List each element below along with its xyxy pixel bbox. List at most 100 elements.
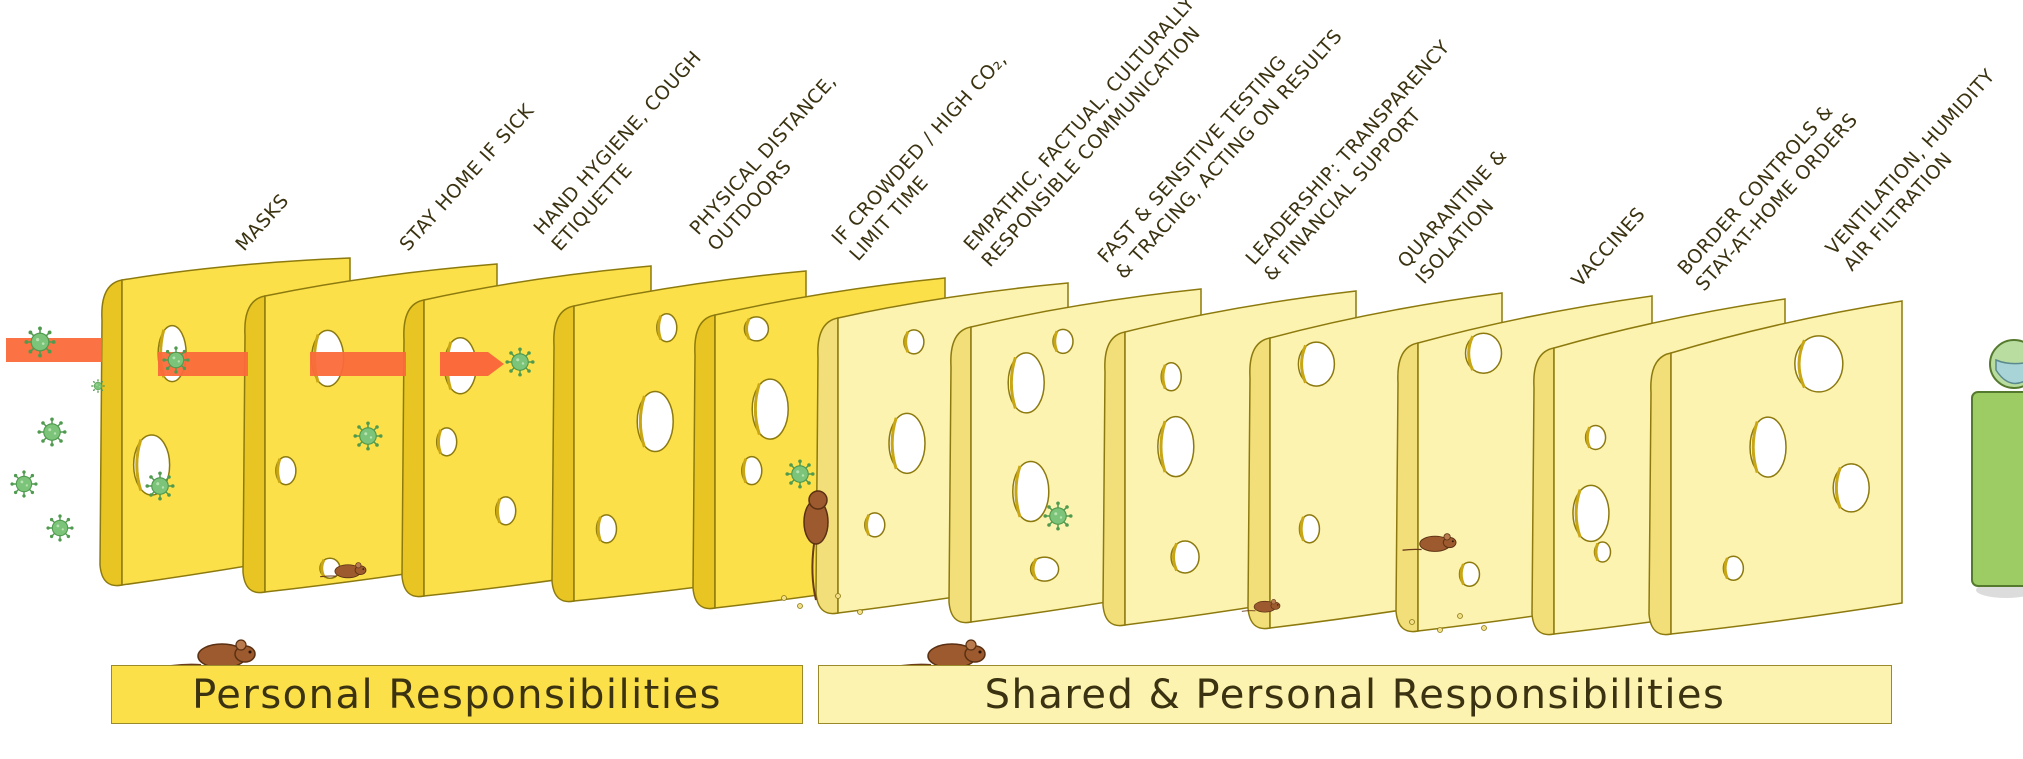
cheese-hole-shade (657, 315, 663, 341)
cheese-slice-edge (815, 317, 839, 615)
cheese-hole (1052, 328, 1074, 355)
cheese-slice-face (1670, 300, 1903, 635)
cheese-hole-shade (1161, 364, 1167, 390)
cheese-hole-shade (1300, 344, 1307, 384)
cheese-hole-shade (1467, 335, 1475, 371)
cheese-crumb (1437, 627, 1443, 633)
cheese-crumb (781, 595, 787, 601)
virus-icon (505, 347, 535, 377)
virus-icon (1043, 501, 1073, 531)
arrow-segment (310, 352, 406, 376)
cheese-hole-shade (1585, 426, 1591, 449)
shared-personal-responsibilities-label: Shared & Personal Responsibilities (984, 671, 1726, 718)
cheese-hole (743, 316, 770, 342)
layer-label-line: HAND HYGIENE, COUGH (530, 47, 706, 240)
cheese-hole (1170, 540, 1200, 574)
cheese-hole-shade (745, 318, 751, 340)
virus-icon (37, 417, 67, 447)
virus-trajectory-arrow (6, 338, 504, 376)
cheese-hole-shade (1299, 516, 1305, 542)
cheese-hole-shade (495, 498, 502, 524)
layer-label-line: MASKS (231, 190, 293, 256)
cheese-slices (99, 257, 1903, 636)
layer-label-10: VACCINES (1567, 203, 1650, 291)
cheese-crumb (1457, 613, 1463, 619)
cheese-hole-shade (276, 458, 282, 484)
cheese-hole-shade (1459, 563, 1465, 586)
virus-icon (785, 459, 815, 489)
cheese-hole (1458, 561, 1481, 588)
cheese-hole-shade (638, 395, 646, 448)
cheese-hole (741, 455, 763, 486)
cheese-hole (1832, 463, 1870, 513)
cheese-hole-shade (1574, 489, 1582, 538)
mouse-icon (803, 490, 829, 601)
layer-label-11: BORDER CONTROLS &STAY-AT-HOME ORDERS (1674, 93, 1863, 295)
face-mask-icon (1995, 358, 2023, 385)
cheese-hole-shade (596, 516, 602, 542)
layer-label-1: MASKS (231, 190, 293, 256)
cheese-hole (1160, 362, 1182, 392)
cheese-hole-shade (1751, 421, 1759, 474)
mouse-icon (169, 638, 257, 670)
cheese-hole (903, 329, 925, 355)
cheese-hole (275, 455, 297, 486)
cheese-hole-shade (1723, 557, 1729, 580)
cheese-hole-shade (1014, 465, 1022, 518)
cheese-hole (656, 312, 678, 343)
virus-icon (24, 326, 56, 358)
virus-icon (46, 514, 74, 542)
layer-label-6: EMPATHIC, FACTUAL, CULTURALLYRESPONSIBLE… (960, 0, 1218, 271)
cheese-crumb (835, 593, 841, 599)
cheese-crumb (1409, 619, 1415, 625)
cheese-hole (1749, 416, 1787, 478)
person-body (1971, 391, 2023, 587)
cheese-hole (1298, 514, 1321, 544)
cheese-hole-shade (1159, 420, 1167, 473)
cheese-hole (595, 514, 618, 544)
cheese-slice-edge (692, 314, 716, 610)
layer-label-line: STAY-AT-HOME ORDERS (1691, 109, 1862, 295)
cheese-hole (494, 496, 517, 526)
cheese-slice-edge (551, 305, 575, 603)
cheese-slice-edge (242, 295, 266, 594)
virus-icon (91, 379, 105, 393)
virus-icon (162, 346, 190, 374)
cheese-slice-edge (948, 326, 972, 624)
cheese-hole-shade (753, 383, 761, 436)
cheese-crumb (1481, 625, 1487, 631)
cheese-slice-edge (401, 299, 425, 598)
cheese-crumb (797, 603, 803, 609)
cheese-hole (1794, 335, 1844, 393)
person-figure (1971, 339, 2023, 598)
mouse-icon (899, 638, 987, 670)
cheese-hole (1464, 332, 1503, 374)
cheese-hole (1012, 460, 1050, 523)
cheese-hole-shade (436, 429, 443, 455)
personal-responsibilities-label: Personal Responsibilities (192, 671, 722, 718)
cheese-hole (1157, 415, 1195, 478)
cheese-hole-shade (742, 458, 748, 484)
cheese-hole (1584, 424, 1607, 451)
virus-icon (145, 471, 175, 501)
cheese-hole-shade (1172, 542, 1179, 572)
cheese-hole (864, 512, 886, 538)
cheese-slice-edge (99, 279, 123, 587)
cheese-hole-shade (320, 559, 326, 578)
personal-responsibilities-band: Personal Responsibilities (111, 665, 803, 724)
cheese-hole-shade (1797, 339, 1806, 389)
cheese-hole (1297, 341, 1336, 387)
arrow-head (440, 352, 504, 376)
cheese-hole-shade (890, 417, 898, 470)
cheese-slice-edge (1395, 342, 1419, 633)
cheese-hole-shade (1009, 356, 1017, 409)
cheese-hole-shade (865, 514, 871, 536)
layer-label-line: VACCINES (1567, 203, 1650, 291)
cheese-hole-shade (135, 439, 143, 491)
cheese-hole (636, 390, 674, 453)
cheese-hole (751, 378, 789, 440)
cheese-crumb (857, 609, 863, 615)
cheese-hole-shade (904, 331, 910, 353)
